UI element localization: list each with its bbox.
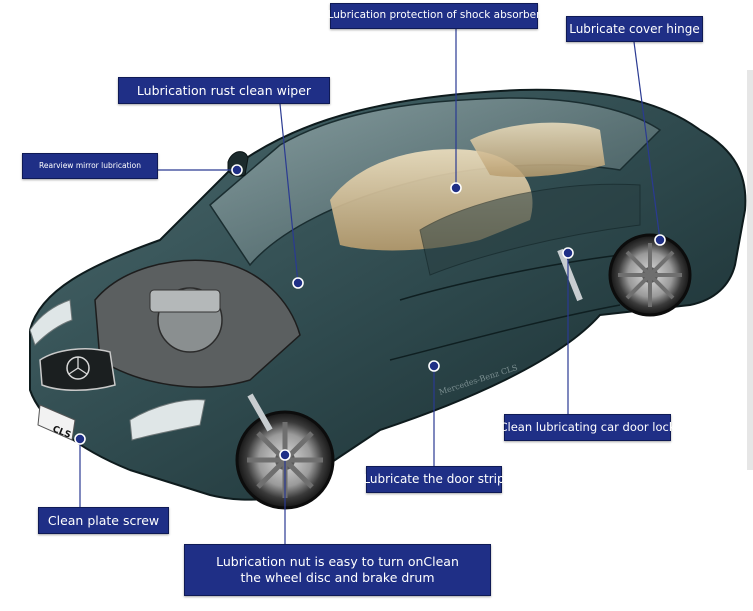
callout-dot-wiper [292,277,304,289]
label-rearview-mirror: Rearview mirror lubrication [22,153,158,179]
label-plate-screw: Clean plate screw [38,507,169,534]
label-wheel-nut-line2: the wheel disc and brake drum [240,570,435,585]
leader-wiper [279,103,299,284]
callout-dot-mirror [231,164,243,176]
callout-dot-strip [428,360,440,372]
callout-dot-nut [279,449,291,461]
door-sill [389,304,621,361]
label-door-lock: Clean lubricating car door lock [499,414,676,441]
callout-dot-hinge [654,234,666,246]
leader-hinge [633,41,661,241]
license-plate [37,404,76,441]
callout-dot-lock [562,247,574,259]
label-wheel-nut: Lubrication nut is easy to turn onClean … [184,544,491,596]
rear-shock-absorber [557,248,583,302]
front-shock-absorber [247,393,273,432]
door-line [399,254,621,301]
callout-dot-plate [74,433,86,445]
headlight-left [29,299,73,346]
label-wheel-nut-line1: Lubrication nut is easy to turn onClean [216,554,459,570]
label-shock-absorber: Lubrication protection of shock absorber [328,3,540,29]
engine-cover [149,289,221,313]
label-cover-hinge: Lubricate cover hinge [566,16,703,42]
label-door-strip: Lubricate the door strip [363,466,505,493]
label-rust-clean-wiper: Lubrication rust clean wiper [118,77,330,104]
right-edge-strip [747,70,753,470]
front-grille [39,347,116,391]
headlight-right [129,399,206,441]
side-window [419,183,641,276]
callout-dot-shock [450,182,462,194]
rear-seats [470,122,605,177]
